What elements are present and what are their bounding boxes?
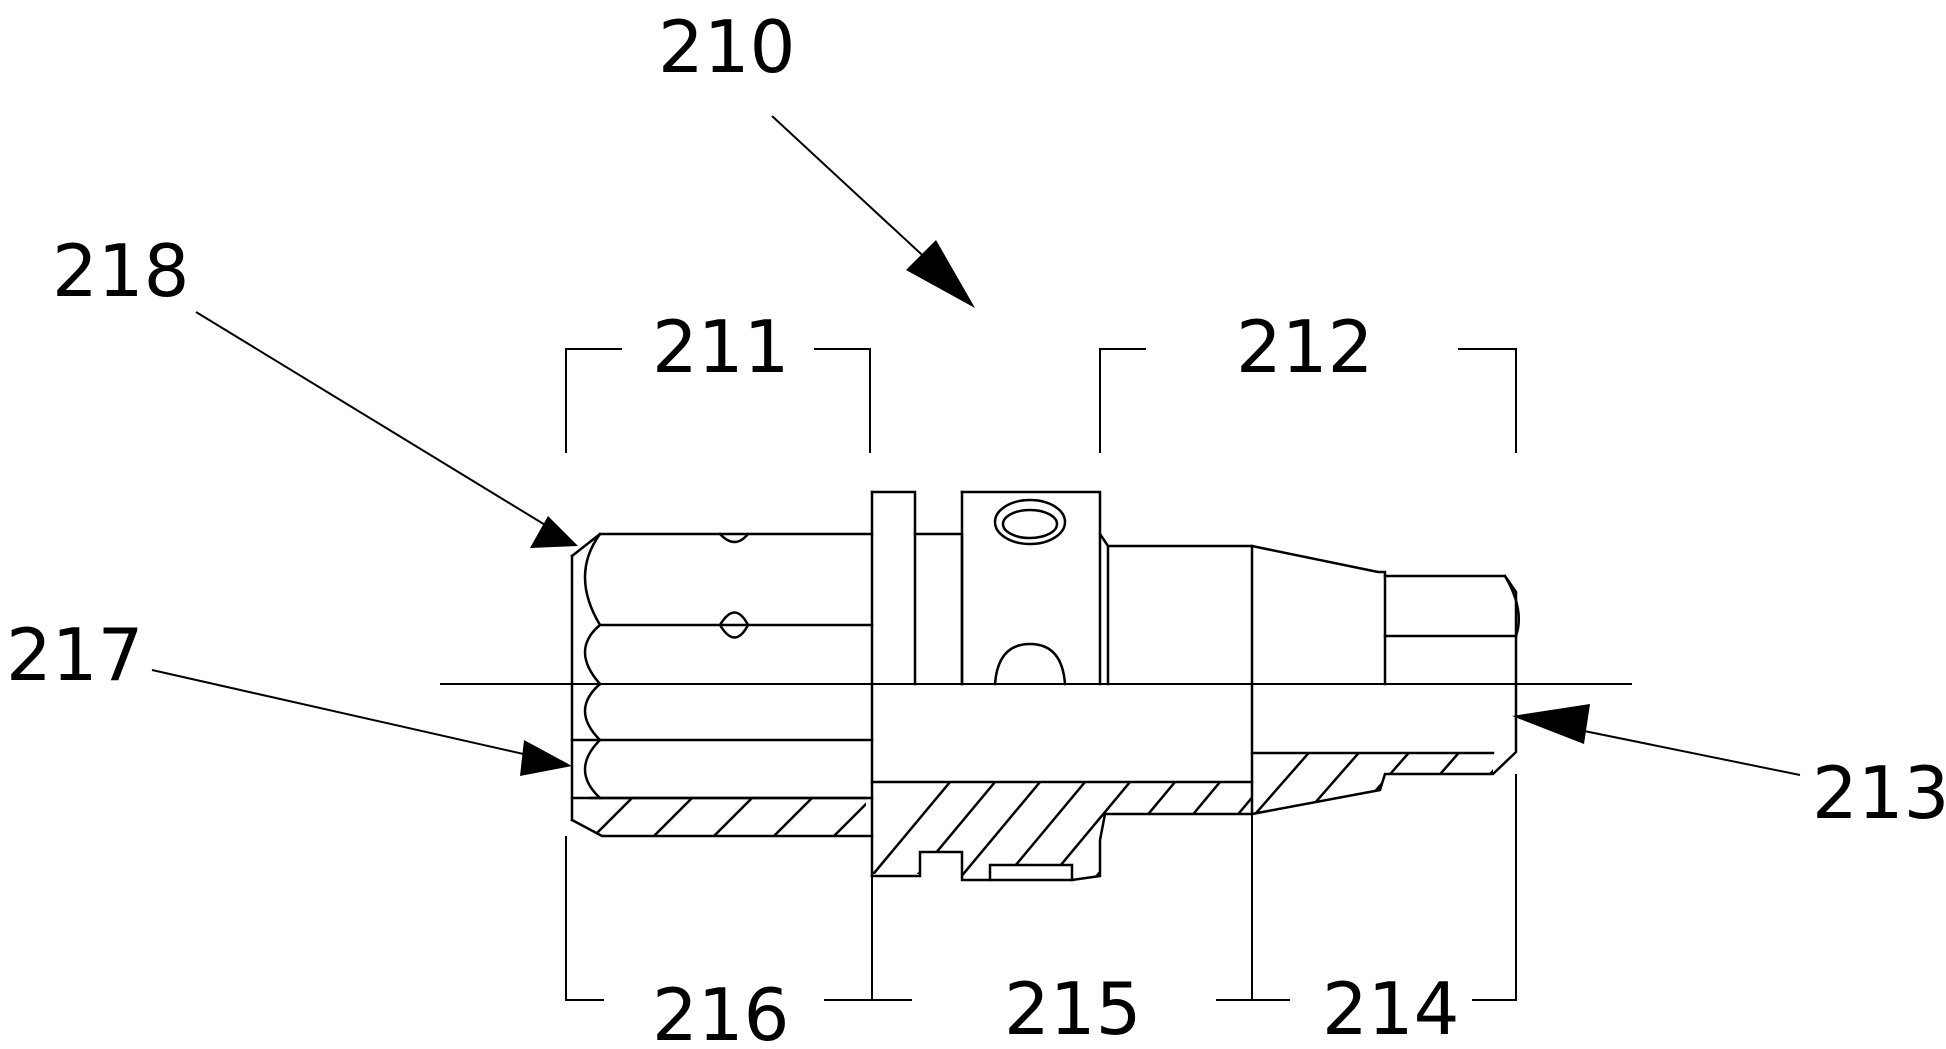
leader-213 bbox=[1512, 704, 1801, 776]
bracket-212 bbox=[1099, 348, 1517, 453]
leader-217 bbox=[151, 669, 572, 776]
bracket-211 bbox=[565, 348, 871, 453]
top-hole bbox=[993, 498, 1067, 546]
label-216: 216 bbox=[652, 973, 789, 1049]
half-hole bbox=[993, 642, 1067, 686]
bracket-214 bbox=[1252, 774, 1517, 1001]
label-218: 218 bbox=[52, 229, 189, 313]
upper-outer-view bbox=[570, 490, 1521, 686]
label-211: 211 bbox=[652, 305, 789, 389]
label-212: 212 bbox=[1236, 305, 1373, 389]
lower-section-view bbox=[570, 682, 1518, 882]
leader-218 bbox=[195, 311, 578, 548]
leader-210 bbox=[771, 115, 975, 308]
label-214: 214 bbox=[1322, 967, 1459, 1049]
label-210: 210 bbox=[658, 5, 795, 89]
label-217: 217 bbox=[6, 613, 143, 697]
label-215: 215 bbox=[1004, 967, 1141, 1049]
label-213: 213 bbox=[1812, 751, 1946, 835]
